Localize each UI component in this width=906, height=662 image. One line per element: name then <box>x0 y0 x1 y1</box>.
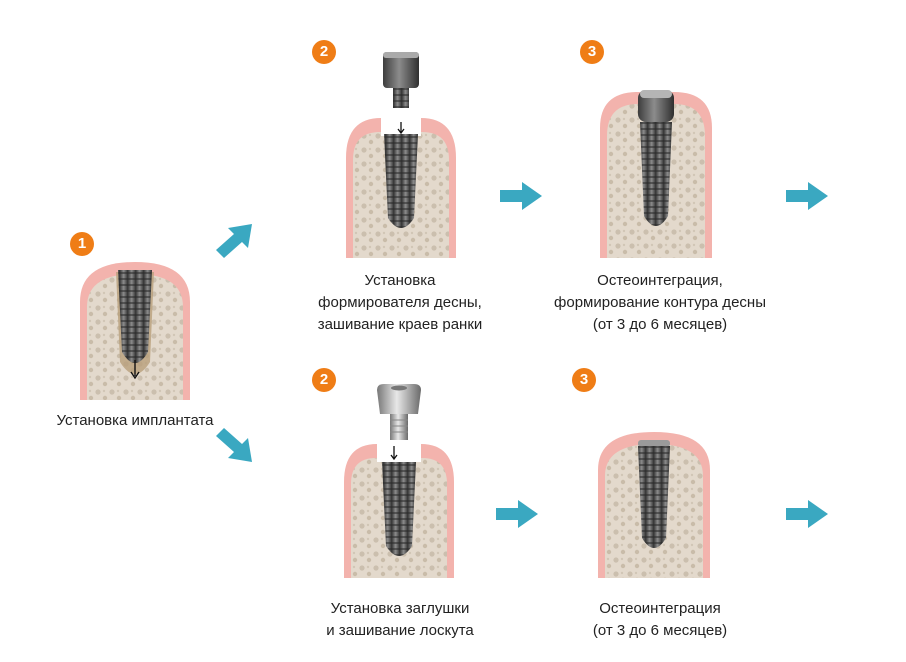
implant-body <box>382 462 416 556</box>
implant-body <box>640 122 672 226</box>
gum-contouring-illustration <box>600 90 712 258</box>
healing-abutment <box>383 52 419 108</box>
down-arrow-icon <box>397 122 405 135</box>
step-1-badge: 1 <box>70 232 94 256</box>
top-step-2-caption: Установка формирователя десны, зашивание… <box>317 272 483 333</box>
down-arrow-icon <box>130 360 140 380</box>
arrow-right-icon <box>496 500 538 528</box>
bottom-step-3-badge: 3 <box>572 368 596 392</box>
osseointegration-illustration <box>598 432 710 578</box>
top-step-2-badge: 2 <box>312 40 336 64</box>
arrow-right-icon <box>500 182 542 210</box>
healing-abutment-placement-illustration <box>346 52 456 258</box>
down-arrow-icon <box>390 446 398 461</box>
implant-placement-illustration <box>80 262 190 400</box>
cover-screw-top <box>638 440 670 447</box>
bottom-step-3-caption: Остеоинтеграция (от 3 до 6 месяцев) <box>592 600 728 639</box>
implant-body <box>384 134 418 228</box>
arrow-down-right-icon <box>216 428 252 462</box>
cover-screw <box>377 384 421 440</box>
gum-opening <box>377 444 421 462</box>
arrow-right-icon <box>786 500 828 528</box>
implant-body <box>638 446 670 548</box>
bottom-step-2-badge: 2 <box>312 368 336 392</box>
step-1-caption: Установка имплантата <box>56 412 214 429</box>
arrow-right-icon <box>786 182 828 210</box>
arrow-up-right-icon <box>216 224 252 258</box>
cover-screw-placement-illustration <box>344 384 454 578</box>
healing-abutment <box>638 90 674 122</box>
implant-body <box>118 270 152 363</box>
top-step-3-badge: 3 <box>580 40 604 64</box>
top-step-3-caption: Остеоинтеграция, формирование контура де… <box>554 272 766 333</box>
bottom-step-2-caption: Установка заглушки и зашивание лоскута <box>326 600 474 639</box>
